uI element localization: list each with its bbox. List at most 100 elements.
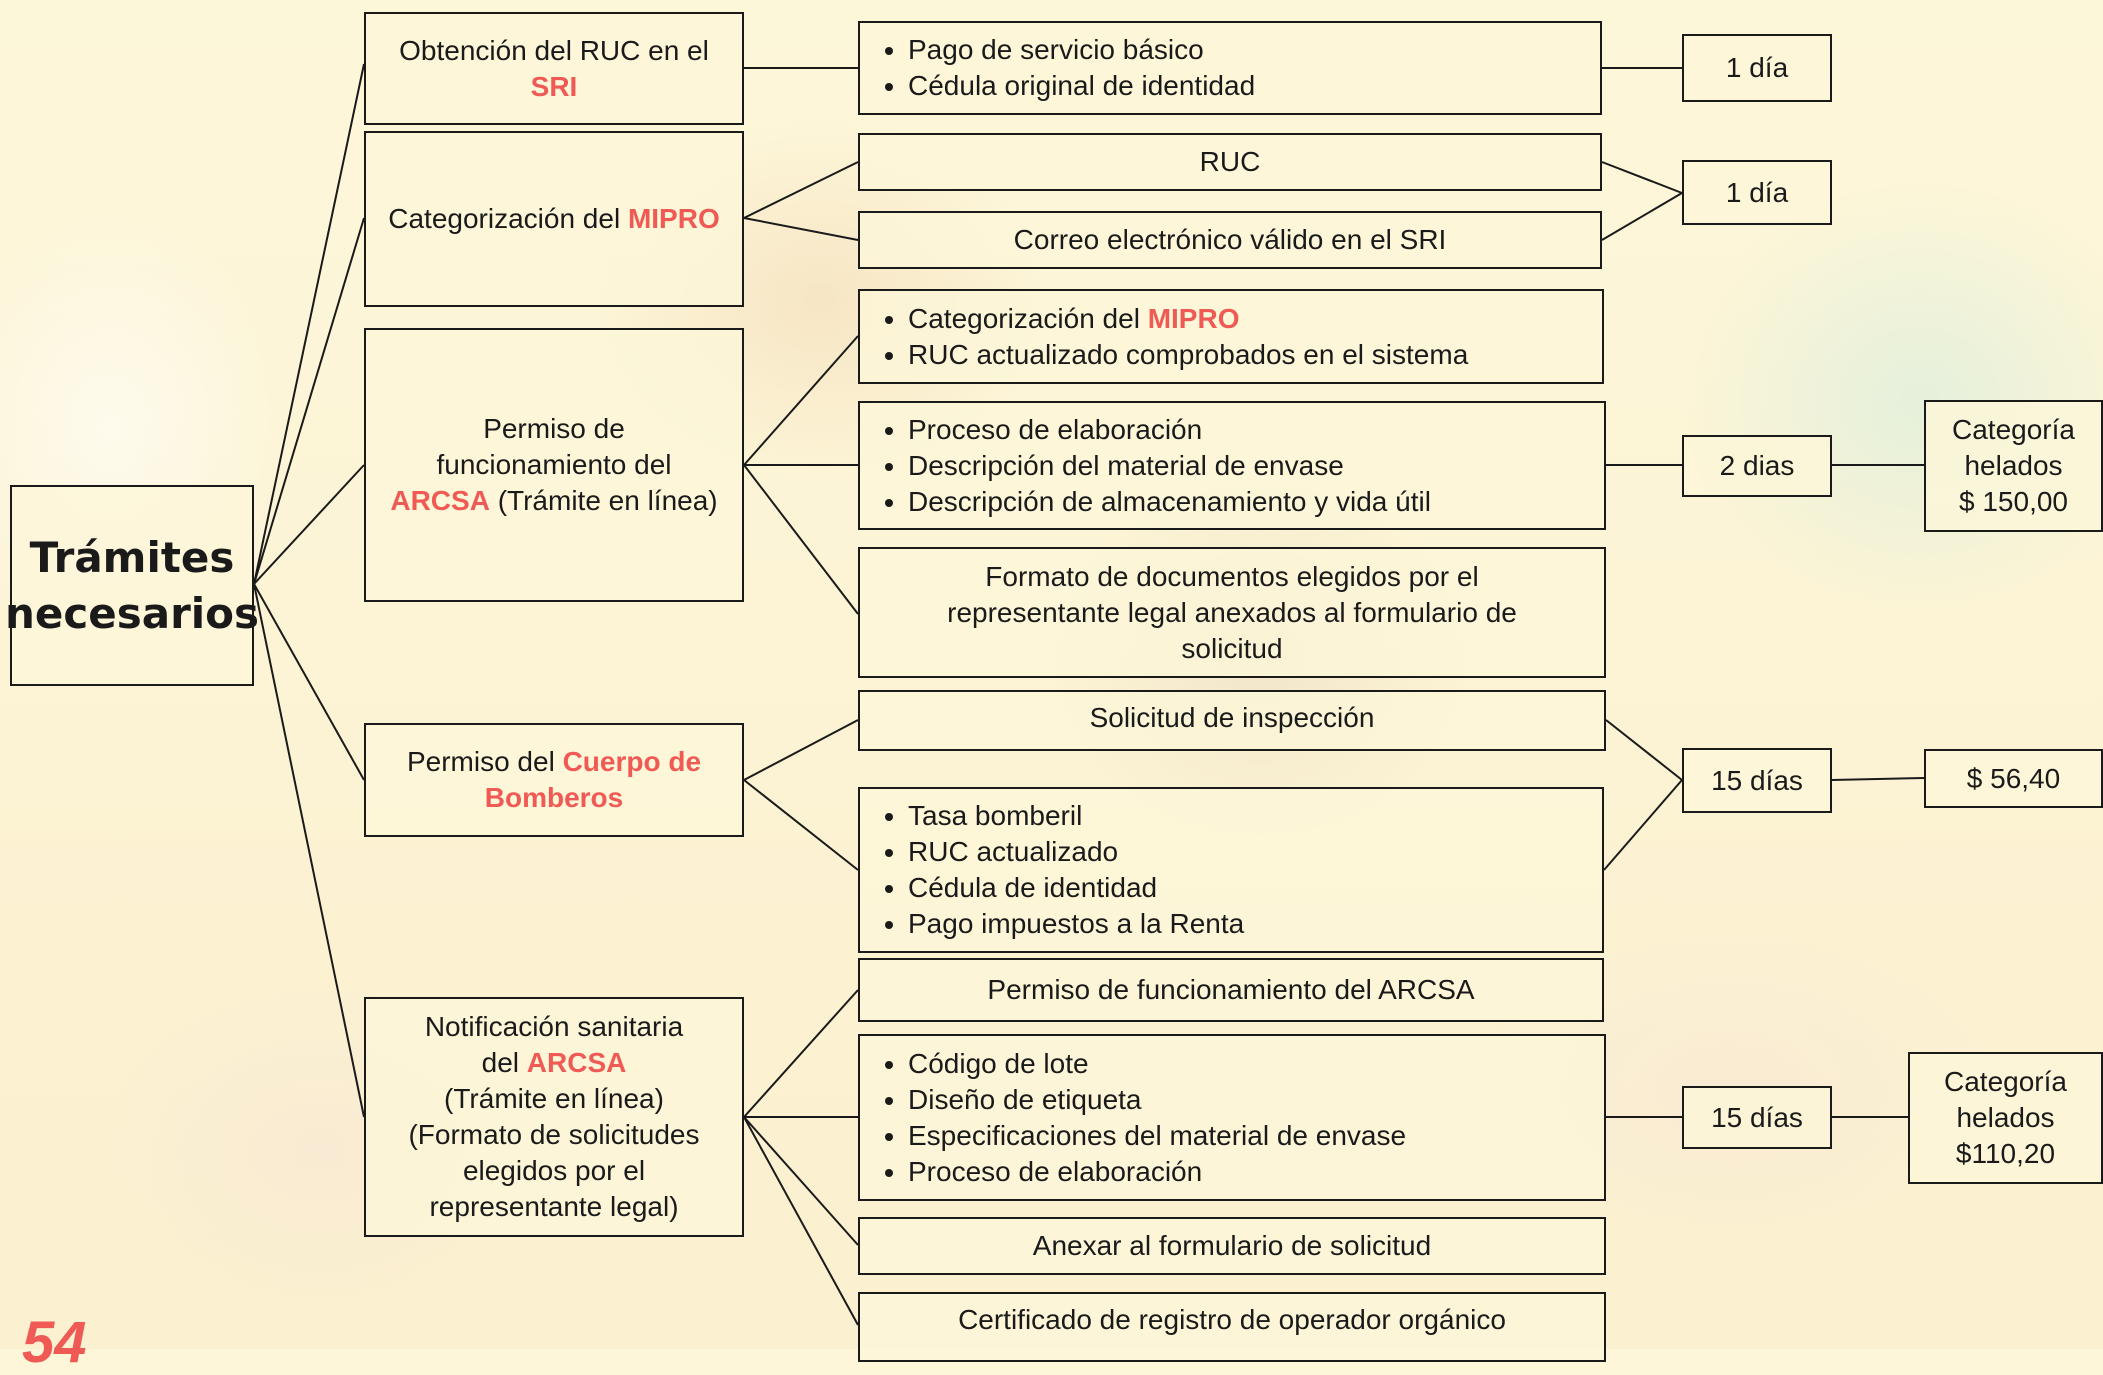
requirement-arcsa-list2: Proceso de elaboración Descripción del m…: [858, 401, 1606, 530]
cost-bomberos-text: $ 56,40: [1966, 762, 2061, 794]
procedure-ruc: Obtención del RUC en el SRI: [364, 12, 744, 125]
procedure-ruc-highlight: SRI: [530, 70, 578, 102]
duration-notification-text: 15 días: [1711, 1101, 1803, 1133]
list-item: Proceso de elaboración: [908, 1154, 1406, 1190]
procedure-notif-line2: del: [481, 1047, 520, 1078]
cost-notification-line1: Categoría: [1944, 1066, 2067, 1097]
list-item: Diseño de etiqueta: [908, 1082, 1406, 1118]
procedure-notification: Notificación sanitaria del ARCSA (Trámit…: [364, 997, 744, 1237]
connector-inspection-duration: [1605, 719, 1683, 781]
list-item: Cédula de identidad: [908, 870, 1244, 906]
connector-arcsa-list1: [743, 335, 859, 466]
connector-mipro-ruc: [743, 161, 859, 219]
duration-bomberos-text: 15 días: [1711, 764, 1803, 796]
connector-bomberos-inspection: [743, 719, 859, 781]
requirement-notif-annex-text: Anexar al formulario de solicitud: [1032, 1230, 1432, 1261]
procedure-notif-highlight: ARCSA: [526, 1047, 627, 1078]
requirement-notif-permit: Permiso de funcionamiento del ARCSA: [858, 958, 1604, 1022]
connector-root-bomberos: [253, 583, 365, 781]
requirement-notif-cert-text: Certificado de registro de operador orgá…: [958, 1304, 1506, 1335]
connector-notif-permit: [743, 989, 859, 1118]
procedure-bomberos-text: Permiso del: [406, 746, 555, 777]
requirement-mipro-email: Correo electrónico válido en el SRI: [858, 211, 1602, 269]
connector-ruc-to-duration: [1601, 161, 1683, 194]
connector-arcsa-format: [743, 464, 859, 615]
requirement-bomberos-list: Tasa bomberil RUC actualizado Cédula de …: [858, 787, 1604, 953]
requirement-notif-annex: Anexar al formulario de solicitud: [858, 1217, 1606, 1275]
list-item: Pago de servicio básico: [908, 32, 1255, 68]
requirement-mipro-email-text: Correo electrónico válido en el SRI: [1013, 224, 1447, 255]
procedure-mipro: Categorización del MIPRO: [364, 131, 744, 307]
connector-list-duration: [1603, 779, 1683, 871]
requirement-notif-cert: Certificado de registro de operador orgá…: [858, 1292, 1606, 1362]
connector-bomberos-cost: [1831, 777, 1925, 781]
duration-bomberos: 15 días: [1682, 748, 1832, 813]
list-item: RUC actualizado comprobados en el sistem…: [908, 337, 1468, 373]
requirement-arcsa-list1: Categorización del MIPRO RUC actualizado…: [858, 289, 1604, 384]
list-item: Especificaciones del material de envase: [908, 1118, 1406, 1154]
connector-root-mipro: [253, 217, 365, 585]
list-item: RUC actualizado: [908, 834, 1244, 870]
requirement-bomberos-inspection-text: Solicitud de inspección: [1089, 702, 1375, 733]
root-node: Trámites necesarios: [5, 485, 259, 686]
connector-notif-annex: [743, 1116, 859, 1246]
connector-notif-cert: [743, 1116, 859, 1326]
procedure-notif-line4: (Formato de solicitudes: [408, 1119, 700, 1150]
connector-root-arcsa: [253, 464, 365, 585]
procedure-arcsa-line1: Permiso de: [483, 413, 625, 444]
connector-root-notification: [253, 583, 365, 1118]
list-item: Cédula original de identidad: [908, 68, 1255, 104]
requirement-ruc-list: Pago de servicio básico Cédula original …: [858, 21, 1602, 115]
procedure-arcsa-after: (Trámite en línea): [497, 485, 718, 516]
duration-ruc: 1 día: [1682, 34, 1832, 102]
cost-arcsa-line2: helados: [1964, 450, 2063, 481]
procedure-mipro-text: Categorización del: [388, 203, 621, 234]
list-item: Código de lote: [908, 1046, 1406, 1082]
duration-ruc-text: 1 día: [1725, 52, 1789, 83]
procedure-arcsa-highlight: ARCSA: [390, 485, 490, 516]
connector-bomberos-list: [743, 779, 859, 871]
list-item: Descripción de almacenamiento y vida úti…: [908, 484, 1431, 520]
list-item-highlight: MIPRO: [1147, 302, 1240, 334]
procedure-notif-line3: (Trámite en línea): [444, 1083, 664, 1114]
procedure-notif-line1: Notificación sanitaria: [424, 1011, 684, 1042]
requirement-arcsa-format-line1: Formato de documentos elegidos por el: [985, 560, 1479, 592]
list-item-text: Categorización del: [908, 302, 1140, 334]
cost-bomberos: $ 56,40: [1924, 749, 2103, 808]
cost-arcsa: Categoría helados $ 150,00: [1924, 400, 2103, 532]
requirement-arcsa-format: Formato de documentos elegidos por el re…: [858, 547, 1606, 678]
procedure-bomberos: Permiso del Cuerpo de Bomberos: [364, 723, 744, 837]
connector-email-to-duration: [1601, 192, 1683, 241]
list-item: Tasa bomberil: [908, 798, 1244, 834]
procedure-notif-line6: representante legal): [429, 1191, 679, 1222]
duration-mipro: 1 día: [1682, 160, 1832, 225]
procedure-bomberos-highlight-2: Bomberos: [484, 782, 624, 813]
duration-arcsa-text: 2 dias: [1719, 450, 1795, 481]
requirement-arcsa-format-line3: solicitud: [1181, 632, 1283, 664]
requirement-arcsa-format-line2: representante legal anexados al formular…: [947, 596, 1517, 628]
procedure-arcsa-line2: funcionamiento del: [436, 449, 672, 480]
list-item: Categorización del MIPRO: [908, 301, 1468, 337]
list-item: Pago impuestos a la Renta: [908, 906, 1244, 942]
procedure-mipro-highlight: MIPRO: [627, 203, 720, 234]
cost-arcsa-line3: $ 150,00: [1959, 486, 2068, 517]
cost-notification-line3: $110,20: [1955, 1138, 2056, 1169]
connector-root-ruc: [253, 63, 365, 585]
procedure-notif-line5: elegidos por el: [462, 1155, 646, 1186]
procedure-arcsa-permit: Permiso de funcionamiento del ARCSA (Trá…: [364, 328, 744, 602]
cost-arcsa-line1: Categoría: [1952, 414, 2075, 445]
root-title-line2: necesarios: [4, 588, 260, 638]
requirement-notif-permit-text: Permiso de funcionamiento del ARCSA: [987, 974, 1475, 1005]
cost-notification-line2: helados: [1956, 1102, 2055, 1133]
cost-notification: Categoría helados $110,20: [1908, 1052, 2103, 1184]
connector-mipro-email: [743, 217, 859, 241]
duration-arcsa: 2 dias: [1682, 435, 1832, 497]
requirement-notif-list: Código de lote Diseño de etiqueta Especi…: [858, 1034, 1606, 1201]
requirement-mipro-ruc: RUC: [858, 133, 1602, 191]
procedure-bomberos-highlight-1: Cuerpo de: [562, 746, 702, 777]
requirement-bomberos-inspection: Solicitud de inspección: [858, 690, 1606, 751]
list-item: Descripción del material de envase: [908, 448, 1431, 484]
page-number: 54: [22, 1310, 87, 1375]
root-title-line1: Trámites: [29, 532, 235, 582]
